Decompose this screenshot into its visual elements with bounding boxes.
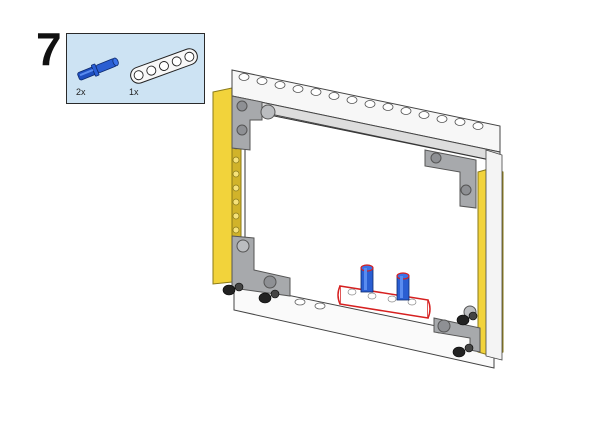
frame-assembly-icon (0, 0, 600, 424)
